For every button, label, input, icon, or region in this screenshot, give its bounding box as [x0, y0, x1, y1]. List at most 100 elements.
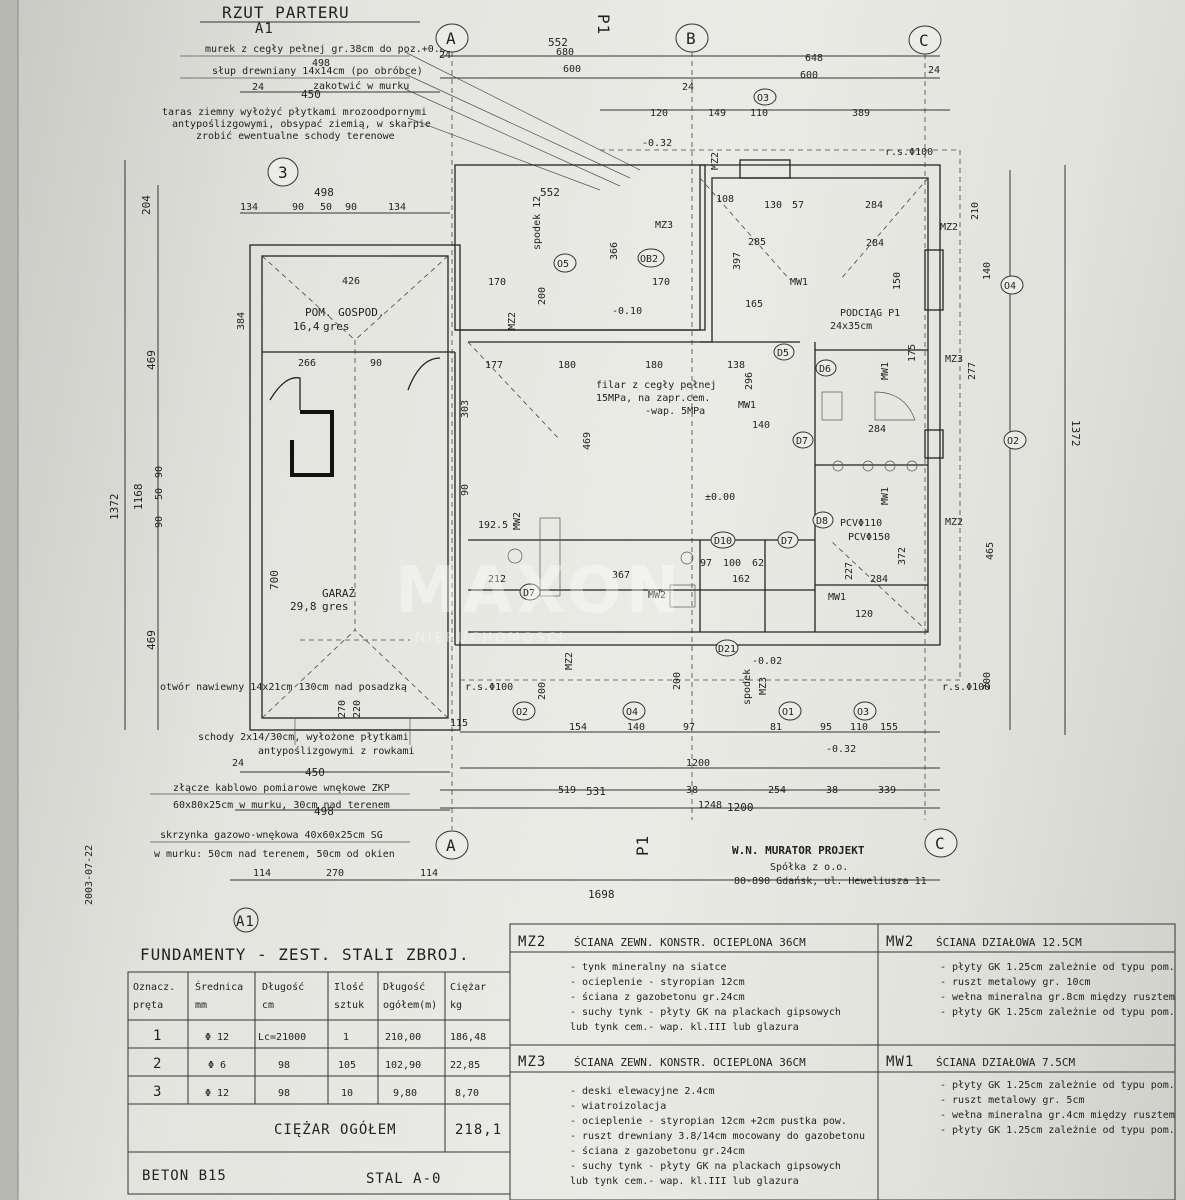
dim: 1200 — [727, 801, 754, 814]
legend-item: - wełna mineralna gr.4cm między rusztem — [940, 1110, 1175, 1121]
opening-label: O2 — [516, 707, 528, 718]
dim: 450 — [305, 766, 325, 779]
table-header: Ciężar — [450, 982, 486, 993]
wall-type-mw1: MW1 — [790, 277, 808, 288]
opening-label: O2 — [1007, 436, 1019, 447]
dim: 90 — [292, 202, 304, 213]
dim: 149 — [708, 108, 726, 119]
dim: 531 — [586, 785, 606, 798]
dim: 384 — [236, 312, 247, 330]
dim: 177 — [485, 360, 503, 371]
table-cell: 8,70 — [455, 1088, 479, 1099]
top-note: zrobić ewentualne schody terenowe — [196, 130, 395, 142]
watermark: MAXON — [395, 554, 683, 628]
room-name-garaz: GARAŻ — [322, 587, 355, 600]
dim: 108 — [716, 194, 734, 205]
bottom-note: antypoślizgowymi z rowkami — [258, 745, 415, 757]
dim: 270 — [326, 868, 344, 879]
bottom-note: schody 2x14/30cm, wyłożone płytkami — [198, 732, 409, 743]
dim: 277 — [967, 362, 978, 380]
dim: 50 — [154, 488, 165, 500]
dim: 155 — [880, 722, 898, 733]
note-filar: 15MPa, na zapr.cem. — [596, 393, 710, 404]
dim: 134 — [388, 202, 406, 213]
opening-label: D7 — [523, 588, 535, 599]
table-cell: 210,00 — [385, 1032, 421, 1043]
dim: 1200 — [686, 758, 710, 769]
dim: 24 — [928, 65, 940, 76]
office-line: Spółka z o.o. — [770, 861, 848, 873]
opening-label: O5 — [557, 259, 569, 270]
dim: 150 — [892, 272, 903, 290]
legend-item: - płyty GK 1.25cm zależnie od typu pom. — [940, 1125, 1175, 1136]
label-podciag-size: 24x35cm — [830, 321, 872, 332]
wall-type-mw1: MW1 — [828, 592, 846, 603]
dim: 227 — [844, 562, 855, 580]
dim: 296 — [744, 372, 755, 390]
dim: 367 — [612, 570, 630, 581]
top-note: murek z cegły pełnej gr.38cm do poz.+0.8… — [205, 44, 452, 55]
wall-type-mz3: MZ3 — [758, 677, 769, 695]
dim: 114 — [420, 868, 438, 879]
table-cell: Φ 6 — [208, 1060, 226, 1071]
dim: 165 — [745, 299, 763, 310]
dim: 24 — [252, 82, 264, 93]
dim: 50 — [320, 202, 332, 213]
legend-code: MZ3 — [518, 1054, 546, 1070]
table-cell: Φ 12 — [205, 1088, 229, 1099]
dim: 552 — [540, 186, 560, 199]
table-cell: 3 — [153, 1084, 162, 1100]
dim: 90 — [460, 484, 471, 496]
table-header: kg — [450, 1000, 462, 1011]
wall-type-mz2: MZ2 — [710, 152, 721, 170]
level-mark: -0.02 — [752, 656, 782, 667]
room-area-gospod: 16,4 — [293, 320, 320, 333]
axis-label-a1-bottom: A1 — [236, 914, 255, 930]
legend-item: - ruszt metalowy gr. 5cm — [940, 1095, 1085, 1106]
legend-item: - suchy tynk - płyty GK na plackach gips… — [570, 1161, 841, 1172]
dim: 38 — [686, 785, 698, 796]
table-cell: 186,48 — [450, 1032, 486, 1043]
steel-class: STAL A-0 — [366, 1171, 441, 1187]
legend-title: ŚCIANA DZIAŁOWA 12.5CM — [936, 936, 1082, 949]
table-header: Długość — [262, 981, 304, 993]
bottom-note: w murku: 50cm nad terenem, 50cm od okien — [154, 849, 395, 860]
dim: 192.5 — [478, 520, 508, 531]
table-header: pręta — [133, 1000, 163, 1011]
dim: 24 — [232, 758, 244, 769]
table-header: Średnica — [195, 980, 243, 993]
dim: 162 — [732, 574, 750, 585]
interior-dimensions: 426 384 266 90 700 270 220 552 170 200 3… — [236, 165, 1082, 735]
dim: 469 — [145, 350, 158, 370]
dim: 1248 — [698, 800, 722, 811]
dim: 90 — [154, 516, 165, 528]
dim: 138 — [727, 360, 745, 371]
dim: 62 — [752, 558, 764, 569]
opening-label: D5 — [777, 348, 789, 359]
dim: 110 — [750, 108, 768, 119]
dim: 90 — [370, 358, 382, 369]
wall-type-mw2: MW2 — [512, 512, 523, 530]
opening-label: D8 — [816, 516, 828, 527]
bottom-note: złącze kablowo pomiarowe wnękowe ZKP — [173, 783, 390, 794]
table-cell: 10 — [341, 1088, 353, 1099]
dim: 204 — [140, 195, 153, 215]
dim: 498 — [312, 58, 330, 69]
dim: 372 — [897, 547, 908, 565]
dim: 284 — [870, 574, 888, 585]
label-rs: r.s.Φ100 — [885, 147, 933, 158]
table-cell: 22,85 — [450, 1060, 480, 1071]
table-header: Oznacz. — [133, 982, 175, 993]
bottom-note: otwór nawiewny 14x21cm 130cm nad posadzk… — [160, 681, 407, 693]
office-name: W.N. MURATOR PROJEKT — [732, 844, 865, 857]
level-mark: -0.10 — [612, 306, 642, 317]
label-podciag: PODCIĄG P1 — [840, 308, 900, 319]
table-header: mm — [195, 1000, 207, 1011]
dim: 110 — [850, 722, 868, 733]
legend-item: - ocieplenie - styropian 12cm +2cm pustk… — [570, 1116, 847, 1127]
legend-item: - ściana z gazobetonu gr.24cm — [570, 1145, 745, 1157]
axis-label-c: C — [919, 31, 930, 50]
opening-label: D7 — [781, 536, 793, 547]
dim: 120 — [855, 609, 873, 620]
